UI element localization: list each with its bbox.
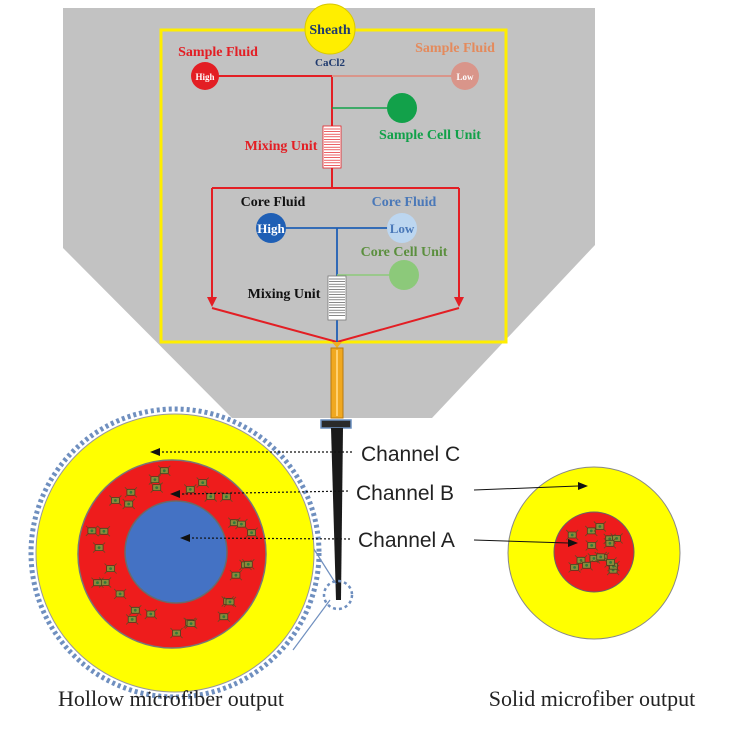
sample-fluid-low-node [451,62,479,90]
mixing-unit-2-shape [327,275,347,321]
hollow-fiber-channel-a [124,500,228,604]
leader-lines [150,448,588,547]
sample-channels [205,75,460,344]
core-cell-unit-label: Core Cell Unit [361,245,448,260]
hollow-fiber [28,406,322,700]
channel-a-label: Channel A [358,529,455,552]
solid-fiber [507,466,681,640]
needle-hub [320,419,352,429]
needle-shaft [331,428,343,600]
core-fluid-low-level: Low [390,221,415,236]
mixing-unit-1-shape [322,125,342,169]
core-cell-unit-node [389,260,419,290]
sheath-node [304,3,356,55]
core-fluid-high-label: Core Fluid [241,195,306,210]
sheath-sub-label: CaCl2 [315,57,345,69]
zoom-line-bottom [292,599,331,651]
hollow-fiber-caption: Hollow microfiber output [58,686,284,711]
hollow-fiber-dashed-rim [28,406,322,700]
sample-cell-unit-label: Sample Cell Unit [379,128,481,143]
core-fluid-low-label: Core Fluid [372,195,437,210]
sample-fluid-high-label: Sample Fluid [178,45,258,60]
core-fluid-low-node [387,213,417,243]
sample-fluid-low-label: Sample Fluid [415,41,495,56]
sample-fluid-high-node [191,62,219,90]
solid-fiber-caption: Solid microfiber output [489,686,696,711]
core-fluid-high-node [256,213,286,243]
outlet-junction [332,342,342,348]
zoom-target [322,579,354,611]
solid-fiber-channel-b [553,511,635,593]
sample-cell-unit-node [387,93,417,123]
sheath-label: Sheath [309,23,350,38]
arrowhead-left [207,297,217,307]
sample-fluid-low-level: Low [456,72,474,82]
mixing-unit-1-label: Mixing Unit [245,139,318,154]
device-body [63,8,595,418]
channel-b-label: Channel B [356,482,454,505]
arrowhead-right [454,297,464,307]
sample-fluid-high-level: High [195,72,214,82]
channel-c-label: Channel C [361,443,460,466]
mixing-unit-2-label: Mixing Unit [248,287,321,302]
core-fluid-high-level: High [257,221,285,236]
